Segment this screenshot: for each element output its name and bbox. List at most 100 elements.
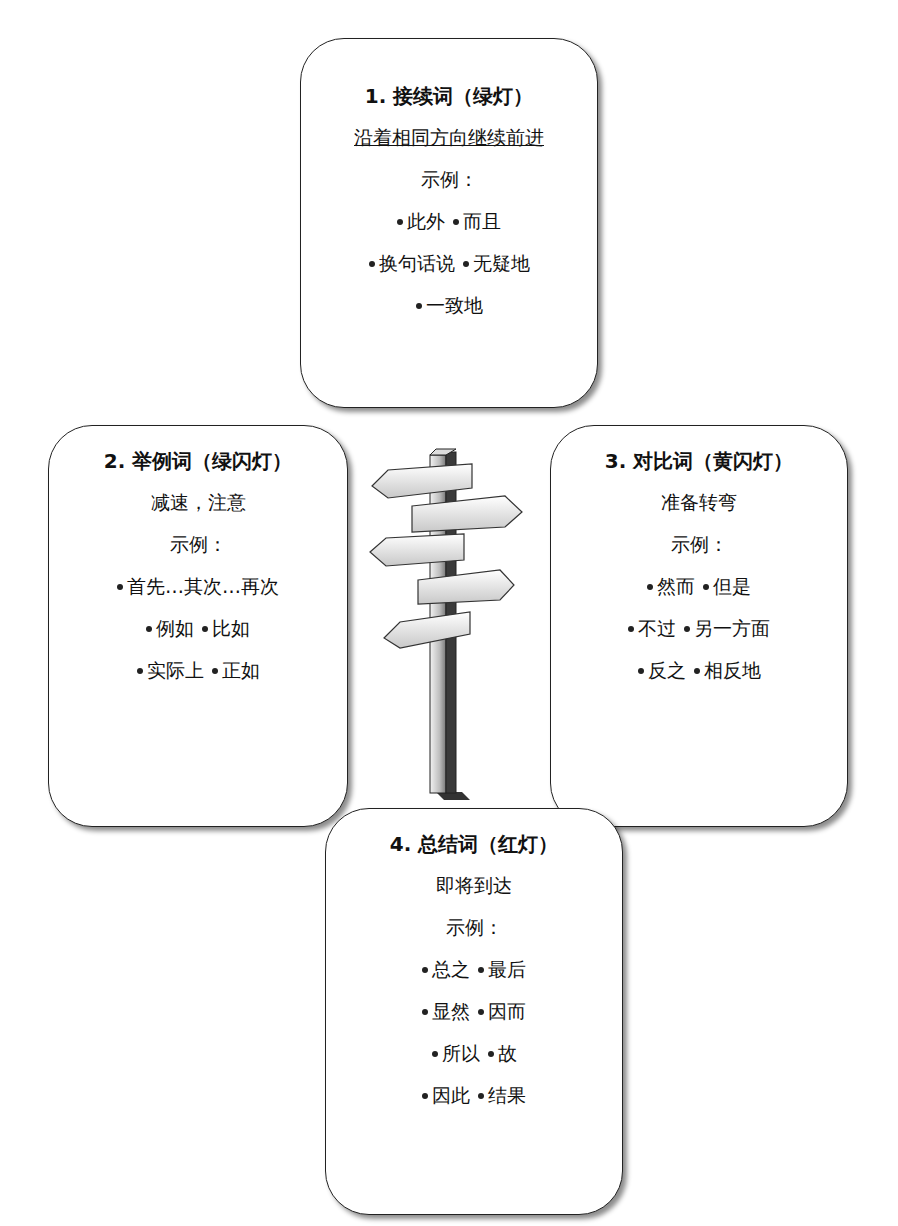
example-item: 换句话说 [369,251,455,277]
text-line: 不过另一方面 [624,608,774,650]
text-line: 然而但是 [643,566,755,608]
bullet-dot [463,261,469,267]
bullet-dot [453,219,459,225]
instruction-text: 减速，注意 [151,490,246,516]
rounded-box: 4. 总结词（红灯）即将到达示例：总之最后显然因而所以故因此结果 [325,808,623,1215]
text-line: 所以故 [428,1033,521,1075]
text-item: 示例： [446,915,503,941]
example-item: 因而 [478,999,526,1025]
text-line: 换句话说无疑地 [365,243,534,285]
text-item: 即将到达 [436,873,512,899]
bullet-dot [416,303,422,309]
text-line: 示例： [417,159,482,201]
text-item: 示例： [170,532,227,558]
rounded-box: 3. 对比词（黄闪灯）准备转弯示例：然而但是不过另一方面反之相反地 [550,425,848,827]
heading: 4. 总结词（红灯） [390,831,558,858]
example-word: 所以 [442,1041,480,1067]
example-item: 因此 [422,1083,470,1109]
bullet-dot [212,668,218,674]
example-word: 正如 [222,658,260,684]
text-line: 显然因而 [418,991,530,1033]
bullet-dot [684,626,690,632]
bullet-dot [397,219,403,225]
example-item: 所以 [432,1041,480,1067]
bullet-dot [202,626,208,632]
bullet-dot [422,1093,428,1099]
bullet-dot [478,1093,484,1099]
heading: 1. 接续词（绿灯） [365,83,533,110]
example-item: 另一方面 [684,616,770,642]
example-item: 此外 [397,209,445,235]
text-line: 因此结果 [418,1075,530,1117]
example-item: 但是 [703,574,751,600]
text-item: 减速，注意 [151,490,246,516]
example-word: 而且 [463,209,501,235]
text-line: 沿着相同方向继续前进 [350,117,548,159]
example-item: 相反地 [694,658,761,684]
example-word: 结果 [488,1083,526,1109]
example-item: 结果 [478,1083,526,1109]
sign-board [372,464,472,498]
example-item: 最后 [478,957,526,983]
text-line: 3. 对比词（黄闪灯） [601,440,797,482]
example-item: 无疑地 [463,251,530,277]
text-line: 首先…其次…再次 [113,566,283,608]
example-item: 实际上 [137,658,204,684]
example-word: 此外 [407,209,445,235]
text-line: 实际上正如 [133,650,264,692]
example-item: 比如 [202,616,250,642]
example-word: 总之 [432,957,470,983]
text-line: 2. 举例词（绿闪灯） [100,440,296,482]
example-word: 然而 [657,574,695,600]
text-line: 4. 总结词（红灯） [386,823,562,865]
bullet-dot [694,668,700,674]
text-item: 2. 举例词（绿闪灯） [104,448,292,475]
example-item: 故 [488,1041,517,1067]
bullet-dot [478,967,484,973]
text-item: 示例： [671,532,728,558]
bullet-dot [117,584,123,590]
text-item: 4. 总结词（红灯） [390,831,558,858]
example-item: 首先…其次…再次 [117,574,279,600]
example-item: 反之 [638,658,686,684]
text-line: 反之相反地 [634,650,765,692]
rounded-box: 1. 接续词（绿灯）沿着相同方向继续前进示例：此外而且换句话说无疑地一致地 [300,38,598,408]
bullet-dot [137,668,143,674]
text-line: 此外而且 [393,201,505,243]
example-item: 总之 [422,957,470,983]
example-word: 相反地 [704,658,761,684]
text-item: 1. 接续词（绿灯） [365,83,533,110]
example-item: 不过 [628,616,676,642]
example-word: 不过 [638,616,676,642]
example-item: 而且 [453,209,501,235]
example-word: 比如 [212,616,250,642]
example-word: 最后 [488,957,526,983]
bullet-dot [638,668,644,674]
example-item: 正如 [212,658,260,684]
example-word: 反之 [648,658,686,684]
example-item: 显然 [422,999,470,1025]
example-word: 显然 [432,999,470,1025]
text-line: 减速，注意 [147,482,250,524]
bullet-dot [703,584,709,590]
pole-cap [430,449,456,455]
bullet-dot [647,584,653,590]
text-item: 沿着相同方向继续前进 [354,125,544,151]
sign-board [370,534,464,566]
text-item: 示例： [421,167,478,193]
example-word: 首先…其次…再次 [127,574,279,600]
sign-board [384,612,470,648]
example-item: 一致地 [416,293,483,319]
example-word: 例如 [156,616,194,642]
text-line: 即将到达 [432,865,516,907]
text-line: 总之最后 [418,949,530,991]
example-word: 一致地 [426,293,483,319]
example-label: 示例： [446,915,503,941]
example-word: 无疑地 [473,251,530,277]
example-word: 因此 [432,1083,470,1109]
example-label: 示例： [421,167,478,193]
example-label: 示例： [170,532,227,558]
example-label: 示例： [671,532,728,558]
bullet-dot [369,261,375,267]
